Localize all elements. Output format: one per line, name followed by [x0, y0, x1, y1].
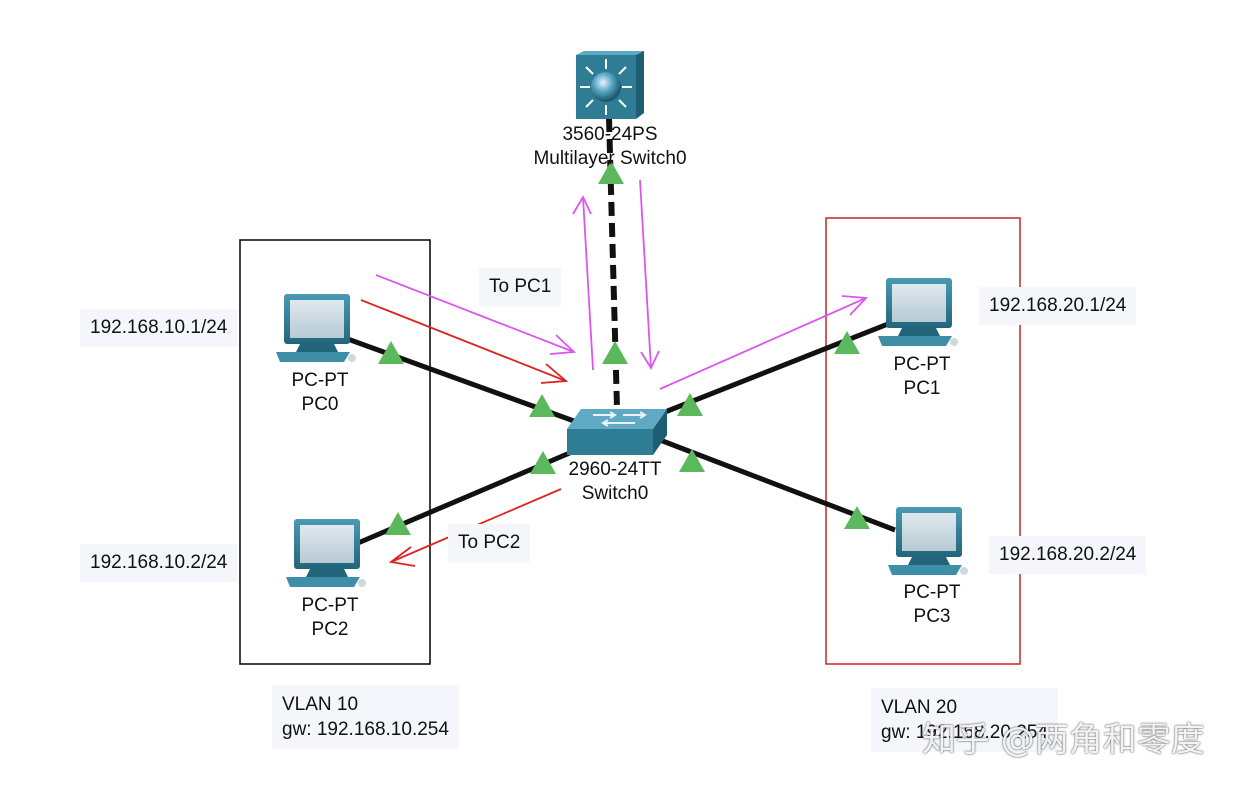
vlan10-gateway: gw: 192.168.10.254: [282, 719, 449, 740]
multilayer-switch-icon[interactable]: [572, 49, 648, 121]
switch0-name: Switch0: [581, 483, 649, 504]
switch0-label: 2960-24TT Switch0: [540, 458, 690, 506]
pc2-name: PC2: [311, 619, 349, 640]
vlan20-gateway: gw: 192.168.20.254: [881, 722, 1048, 743]
link-pc1-switch0: [664, 319, 894, 415]
vlan10-name: VLAN 10: [282, 694, 359, 715]
switch0-icon[interactable]: [563, 405, 671, 465]
to-pc1-note: To PC1: [479, 268, 562, 306]
pc3-name: PC3: [913, 606, 951, 627]
pc2-model: PC-PT: [301, 595, 359, 616]
pc1-icon[interactable]: [876, 276, 962, 352]
pc3-ip-note: 192.168.20.2/24: [989, 536, 1147, 574]
pc3-model: PC-PT: [903, 582, 961, 603]
pc0-model: PC-PT: [291, 370, 349, 391]
pc2-icon[interactable]: [284, 517, 370, 593]
port-indicators: [378, 161, 870, 535]
vlan20-border: [825, 217, 1021, 665]
pc1-name: PC1: [903, 378, 941, 399]
vlan10-border: [239, 239, 431, 665]
pc2-ip-note: 192.168.10.2/24: [80, 544, 238, 582]
multilayer-switch-model: 3560-24PS: [562, 124, 658, 145]
pc2-label: PC-PT PC2: [280, 594, 380, 642]
pc3-label: PC-PT PC3: [882, 581, 982, 629]
pc0-icon[interactable]: [274, 292, 360, 368]
pc1-ip-note: 192.168.20.1/24: [979, 287, 1137, 325]
pc1-label: PC-PT PC1: [872, 353, 972, 401]
switch0-model: 2960-24TT: [568, 459, 662, 480]
pc1-model: PC-PT: [893, 354, 951, 375]
pc0-label: PC-PT PC0: [270, 369, 370, 417]
pc0-ip-note: 192.168.10.1/24: [80, 309, 238, 347]
to-pc2-note: To PC2: [448, 524, 531, 562]
vlan20-note: VLAN 20 gw: 192.168.20.254: [871, 688, 1058, 752]
arrow-path-to-pc1: [375, 179, 868, 390]
vlan20-name: VLAN 20: [881, 697, 958, 718]
multilayer-switch-label: 3560-24PS Multilayer Switch0: [510, 123, 710, 171]
vlan10-note: VLAN 10 gw: 192.168.10.254: [272, 685, 459, 749]
pc0-name: PC0: [301, 394, 339, 415]
multilayer-switch-name: Multilayer Switch0: [533, 148, 687, 169]
watermark-text: 知乎 @两角和零度: [922, 720, 1205, 760]
pc3-icon[interactable]: [886, 505, 972, 581]
